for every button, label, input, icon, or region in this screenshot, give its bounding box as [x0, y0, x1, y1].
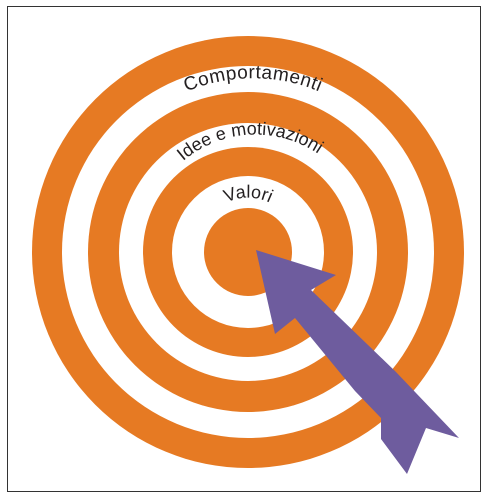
arrow-icon	[256, 250, 459, 474]
